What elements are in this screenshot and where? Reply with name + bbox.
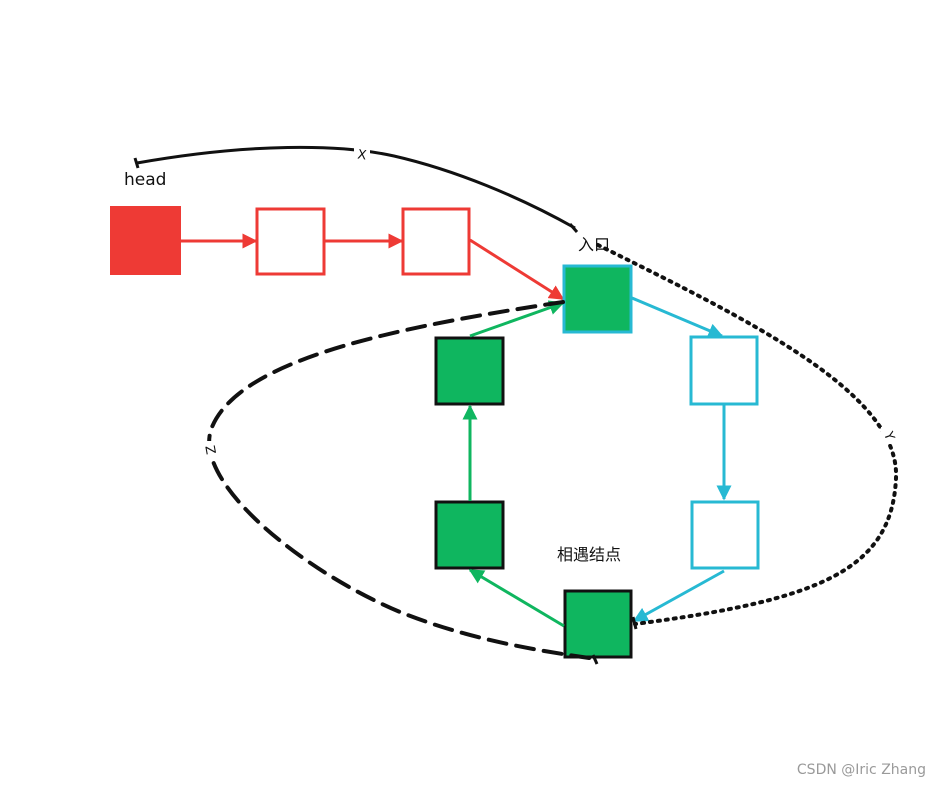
green-arrow-3 xyxy=(469,300,565,338)
entry-label: 入口 xyxy=(578,235,611,254)
meeting-node xyxy=(563,589,633,659)
cycle-node-right-top xyxy=(689,335,759,406)
distance-x-start-tick xyxy=(133,157,140,169)
cycle-node-left-top xyxy=(434,336,505,406)
blue-arrow-1 xyxy=(631,296,724,338)
blue-arrow-3 xyxy=(632,569,725,623)
list-node-2 xyxy=(255,207,326,276)
green-arrow-1 xyxy=(468,568,565,628)
distance-y-end-tick xyxy=(631,616,638,630)
distance-z-label: Z xyxy=(201,444,217,455)
cycle-node-right-bottom xyxy=(690,500,760,570)
entry-node xyxy=(562,264,633,334)
red-arrow-3 xyxy=(469,238,565,301)
head-label: head xyxy=(124,170,167,190)
distance-y-curve xyxy=(596,243,899,626)
distance-z-end-tick xyxy=(591,654,599,665)
meeting-node-label: 相遇结点 xyxy=(557,545,622,564)
distance-x-curve xyxy=(136,145,576,230)
distance-z-curve xyxy=(207,300,598,661)
watermark: CSDN @Iric Zhang xyxy=(796,762,926,778)
distance-x-label: X xyxy=(356,147,367,163)
distance-x-end-tick xyxy=(568,223,579,233)
head-node xyxy=(110,206,181,275)
list-node-3 xyxy=(401,207,471,276)
cycle-node-left-bottom xyxy=(434,500,505,570)
